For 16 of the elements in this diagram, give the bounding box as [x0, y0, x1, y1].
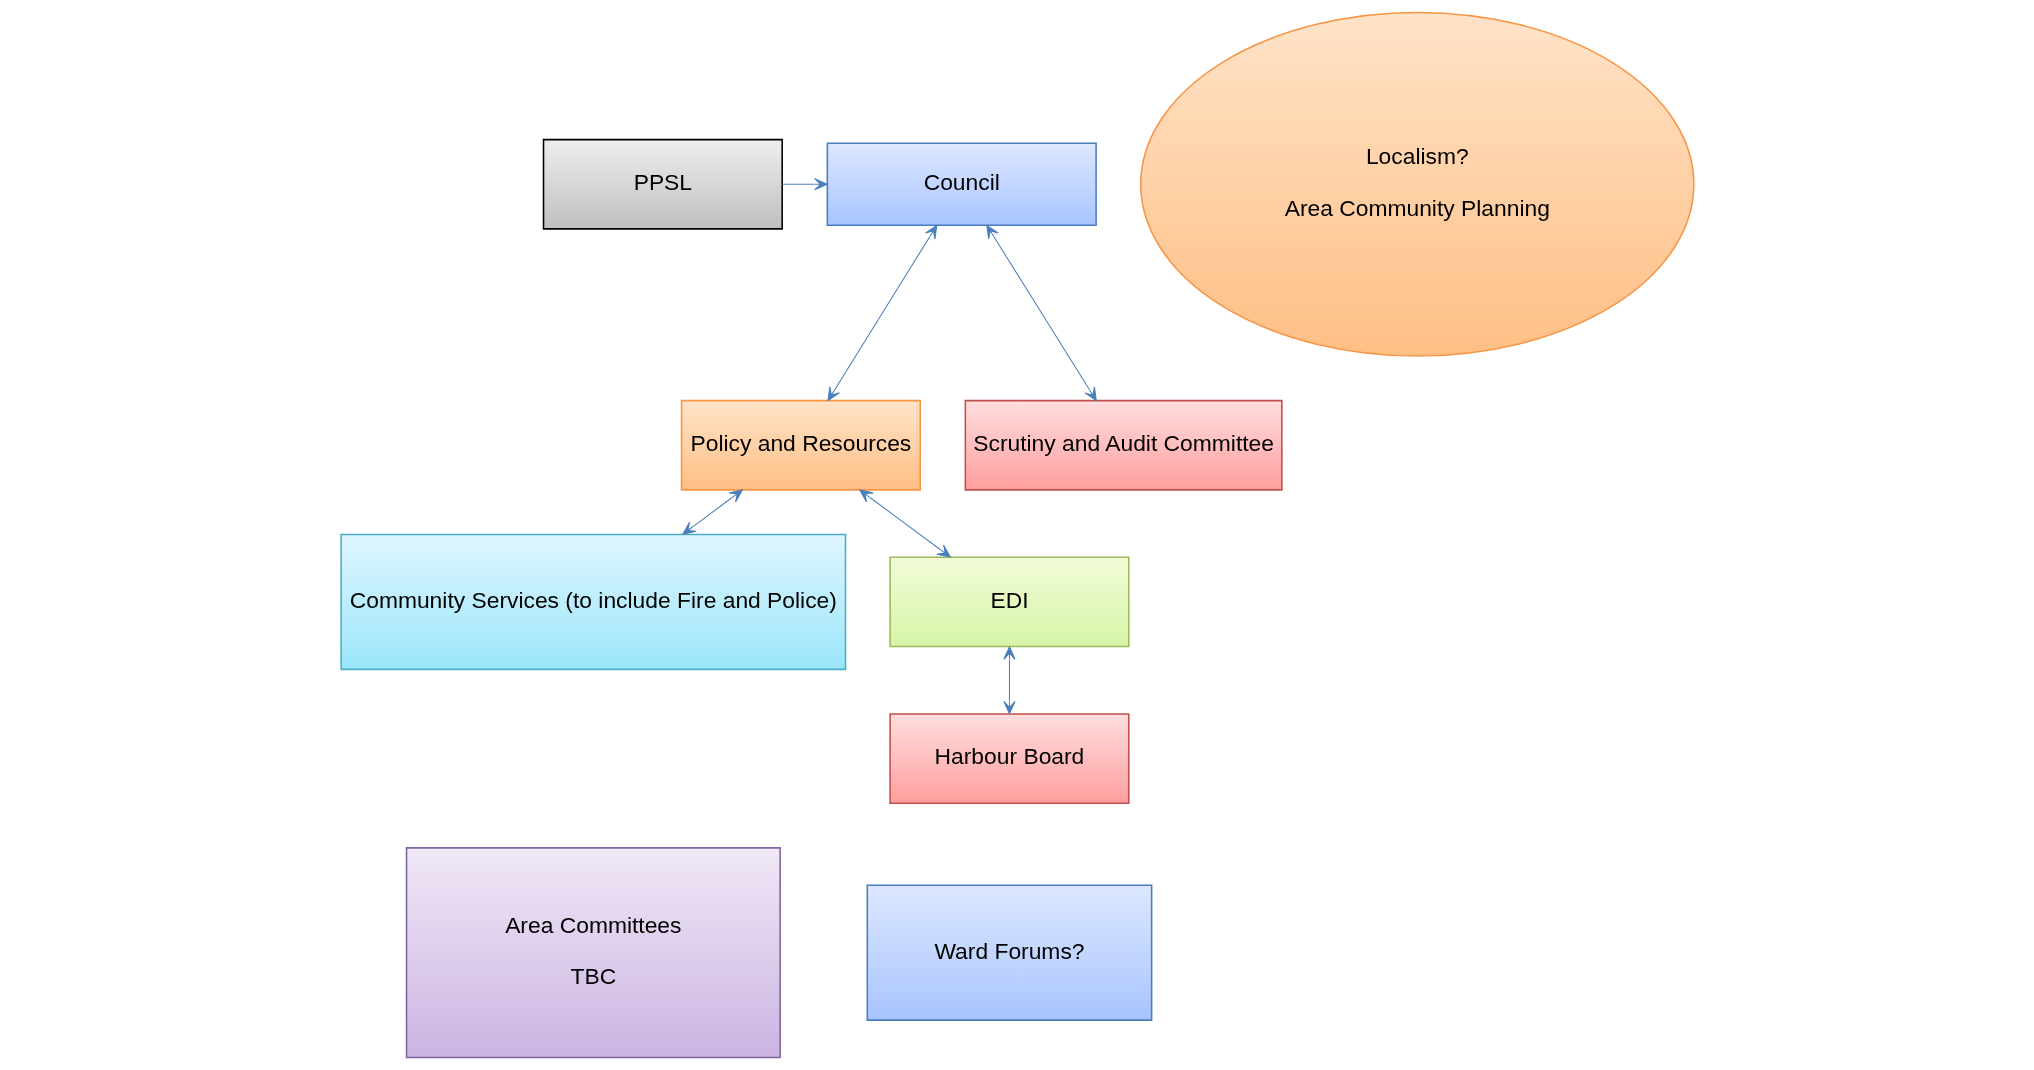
node-box: Council [826, 142, 1097, 226]
arrow [858, 489, 951, 558]
arrow [985, 224, 1097, 401]
node-ellipse: Localism? Area Community Planning [1139, 11, 1695, 357]
arrow [1002, 646, 1016, 715]
node-box: PPSL [542, 138, 783, 230]
node-box: Policy and Resources [680, 399, 921, 491]
node-box: Harbour Board [888, 713, 1130, 805]
node-box: EDI [888, 556, 1130, 648]
arrow [827, 224, 937, 401]
node-box: Ward Forums? [866, 884, 1152, 1021]
node-box: Area Committees TBC [405, 847, 781, 1059]
arrow [781, 178, 828, 191]
node-box: Community Services (to include Fire and Police) [339, 533, 846, 671]
arrow [681, 489, 743, 535]
node-box: Scrutiny and Audit Committee [964, 399, 1283, 491]
